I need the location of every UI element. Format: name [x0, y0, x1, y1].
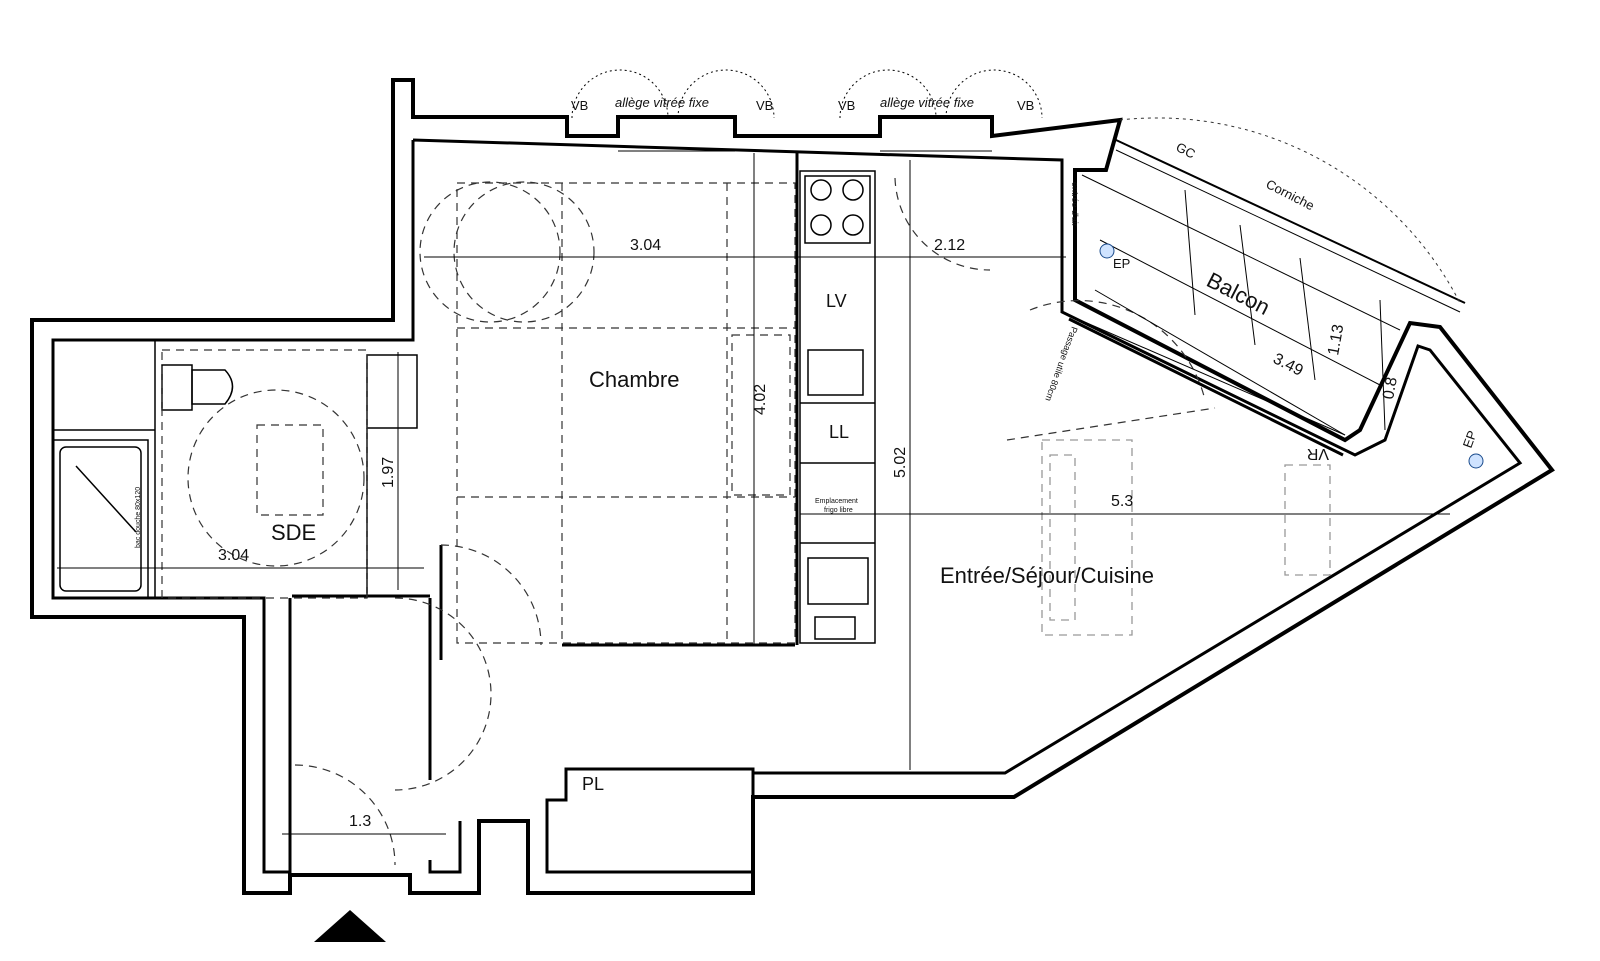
sofa-dashed [1041, 439, 1331, 636]
dim-balcon-depth: 1.13 [1325, 323, 1347, 357]
windows [571, 69, 1043, 152]
label-ll: LL [829, 422, 849, 442]
label-emplacement-1: Emplacement [815, 498, 858, 505]
label-vr: VR [1307, 445, 1329, 462]
dim-diagonal: 5.3 [1111, 493, 1133, 510]
exterior-walls [30, 78, 1555, 895]
dim-balcon-length: 3.49 [1270, 350, 1306, 379]
dim-chambre-width: 3.04 [630, 237, 661, 254]
room-label-chambre: Chambre [589, 367, 679, 392]
label-vb-3: VB [838, 98, 855, 113]
label-allege-2: allège vitrée fixe [880, 95, 974, 110]
label-lv: LV [826, 291, 847, 311]
label-vb-4: VB [1017, 98, 1034, 113]
kitchen-counter [799, 170, 876, 644]
label-vb-1: VB [571, 98, 588, 113]
dim-sde-width: 3.04 [218, 547, 249, 564]
dimension-lines [57, 153, 1450, 835]
balcony [1081, 117, 1484, 469]
dim-balcon-small: 0.8 [1380, 376, 1401, 401]
label-allege-1: allège vitrée fixe [615, 95, 709, 110]
label-corniche: Corniche [1264, 176, 1317, 213]
dim-sde-depth: 1.97 [380, 457, 397, 488]
room-label-sejour: Entrée/Séjour/Cuisine [940, 563, 1154, 588]
interior-walls [288, 153, 1344, 860]
label-bac-douche: bac douche 80x120 [135, 487, 142, 548]
label-pl: PL [582, 774, 604, 794]
label-vb-2: VB [756, 98, 773, 113]
label-entree-air: entrée d'air [1070, 182, 1080, 227]
label-ep-2: EP [1460, 428, 1480, 449]
furniture-dashed [161, 177, 1216, 866]
entrance-arrow-icon [314, 910, 386, 942]
dim-sejour-length: 5.02 [892, 447, 909, 478]
dim-sejour-width: 2.12 [934, 237, 965, 254]
label-emplacement-2: frigo libre [824, 507, 853, 514]
label-passage: Passage utile 80cm [1043, 325, 1079, 402]
dim-chambre-length: 4.02 [752, 384, 769, 415]
label-ep-1: EP [1113, 256, 1130, 271]
room-label-sde: SDE [271, 520, 316, 545]
label-gc: GC [1174, 139, 1198, 161]
dim-entry-width: 1.3 [349, 813, 371, 830]
